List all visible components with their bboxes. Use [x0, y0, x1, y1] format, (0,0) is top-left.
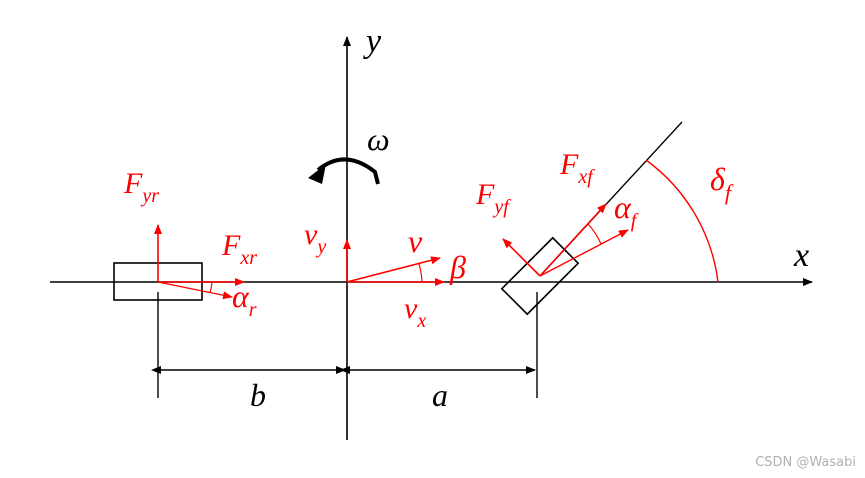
rear-fx-label: Fxr — [221, 229, 257, 269]
front-fx-arrow — [539, 203, 607, 277]
beta-arc — [418, 263, 423, 283]
rear-alpha-arc — [209, 281, 213, 294]
x-axis-label: x — [793, 237, 809, 274]
front-alpha-label: αf — [614, 189, 639, 232]
front-alpha-arc — [587, 223, 602, 245]
dim-b-label: b — [250, 377, 266, 413]
beta-label: β — [449, 249, 466, 285]
rear-velocity-arrow — [157, 281, 233, 300]
vx-label: vx — [404, 292, 426, 332]
v-label: v — [408, 223, 423, 259]
rear-fy-label: Fyr — [123, 167, 159, 207]
front-fy-arrow — [502, 238, 541, 277]
front-fx-label: Fxf — [559, 148, 595, 188]
dim-a-label: a — [432, 377, 448, 413]
y-axis-label: y — [363, 23, 382, 60]
omega-label: ω — [367, 121, 390, 157]
delta-label: δf — [710, 161, 734, 205]
delta-arc — [645, 159, 719, 283]
rear-alpha-label: αr — [232, 278, 257, 321]
v-arrow — [346, 256, 441, 283]
omega-arrow — [316, 157, 380, 185]
vy-label: vy — [304, 218, 326, 258]
front-fy-label: Fyf — [475, 178, 511, 218]
watermark: CSDN @Wasabi — [755, 455, 856, 470]
front-velocity-arrow — [539, 229, 629, 277]
omega-arrowhead-icon — [308, 164, 326, 184]
